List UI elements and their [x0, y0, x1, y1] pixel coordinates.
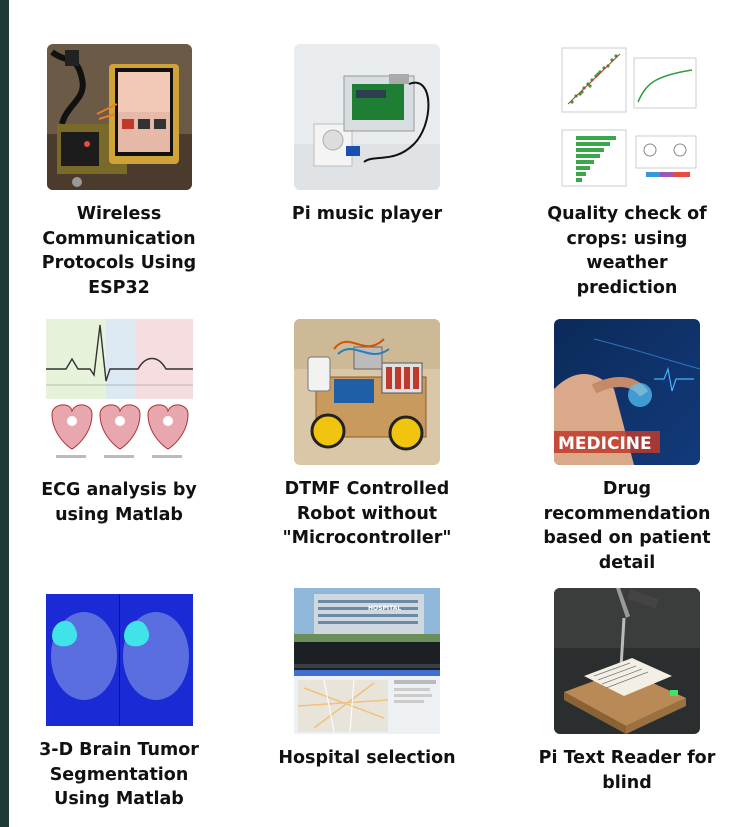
pi-music-player-image [294, 44, 440, 190]
project-title: Pi Text Reader for blind [522, 746, 732, 795]
title-line: ECG analysis by [41, 480, 197, 500]
text-reader-image [554, 588, 700, 734]
title-line: Protocols Using [41, 253, 197, 273]
title-line: Quality check of [547, 204, 707, 224]
title-line: Drug [602, 479, 652, 499]
title-line: Robot without [296, 503, 438, 524]
project-card-robot[interactable]: DTMF Controlled Robot without "Microcont… [262, 319, 472, 551]
title-line: blind [602, 772, 652, 793]
project-card-drug[interactable]: MEDICINE Drug recommendation based on pa… [522, 319, 732, 575]
project-card-brain[interactable]: 3-D Brain Tumor Segmentation Using Matla… [14, 588, 224, 812]
title-line: recommendation [543, 503, 711, 524]
title-line: Pi Text Reader for [538, 748, 716, 768]
title-line: DTMF Controlled [284, 479, 450, 499]
weather-plots-image [554, 44, 700, 190]
hospital-sign-text: HOSPITAL [368, 605, 401, 612]
title-line: Pi music player [291, 204, 443, 224]
title-line: Wireless [76, 204, 162, 224]
title-line: prediction [576, 277, 678, 298]
medicine-text: MEDICINE [558, 434, 652, 454]
brain-mri-image [45, 588, 193, 726]
title-line: weather [586, 253, 668, 273]
title-line: ESP32 [88, 277, 150, 298]
title-line: based on patient [543, 528, 711, 548]
project-card-music[interactable]: Pi music player [262, 44, 472, 227]
title-line: using Matlab [55, 504, 183, 525]
project-title: Hospital selection [262, 746, 472, 771]
robot-car-image [294, 319, 440, 465]
title-line: "Microcontroller" [282, 528, 452, 548]
medicine-image: MEDICINE [554, 319, 700, 465]
title-line: detail [598, 552, 656, 573]
ecg-diagram-image [45, 319, 193, 466]
project-title: ECG analysis by using Matlab [14, 478, 224, 527]
title-line: Using Matlab [54, 789, 184, 809]
project-card-wireless[interactable]: Wireless Communication Protocols Using E… [14, 44, 224, 300]
project-card-ecg[interactable]: ECG analysis by using Matlab [14, 319, 224, 527]
left-accent-bar [0, 0, 9, 827]
hospital-app-image: HOSPITAL [294, 588, 440, 734]
project-title: Drug recommendation based on patient det… [522, 477, 732, 575]
project-card-hospital[interactable]: HOSPITAL Hospital selection [262, 588, 472, 771]
esp32-board-image [46, 44, 192, 190]
title-line: Communication [42, 228, 196, 249]
project-card-crops[interactable]: Quality check of crops: using weather pr… [522, 44, 732, 300]
project-title: Wireless Communication Protocols Using E… [14, 202, 224, 300]
project-title: Quality check of crops: using weather pr… [522, 202, 732, 300]
project-title: DTMF Controlled Robot without "Microcont… [262, 477, 472, 551]
title-line: crops: using [566, 228, 688, 249]
title-line: Segmentation [49, 764, 189, 785]
title-line: 3-D Brain Tumor [39, 740, 199, 760]
project-title: Pi music player [262, 202, 472, 227]
project-card-text-reader[interactable]: Pi Text Reader for blind [522, 588, 732, 795]
project-title: 3-D Brain Tumor Segmentation Using Matla… [14, 738, 224, 812]
title-line: Hospital selection [278, 748, 456, 768]
